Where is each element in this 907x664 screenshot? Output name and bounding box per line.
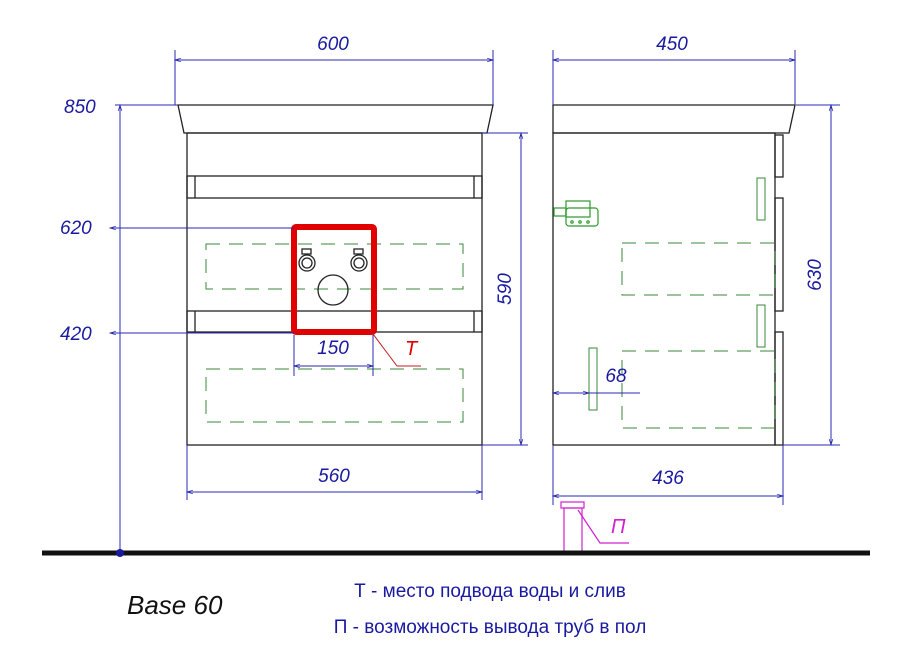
front-dimensions: 600 850 620 420 590 150 560 — [60, 34, 528, 553]
dim-68: 68 — [605, 366, 627, 387]
water-inlet-left — [298, 254, 316, 272]
door-strip — [774, 197, 784, 312]
door-strip — [774, 331, 784, 446]
drawer-hidden-bottom — [205, 368, 464, 423]
cabinet-body — [186, 132, 483, 446]
side-view: П — [552, 104, 796, 555]
front-view: T — [177, 104, 494, 446]
dim-150: 150 — [317, 338, 349, 359]
drain-outlet — [317, 274, 349, 306]
dim-590: 590 — [495, 273, 516, 305]
drawer-hidden-top — [205, 243, 464, 290]
dim-450: 450 — [656, 34, 688, 55]
rail-top — [186, 175, 483, 199]
floor-datum-point — [116, 549, 124, 557]
marker-p: П — [611, 516, 626, 538]
legend-t: Т - место подвода воды и слив — [354, 581, 626, 602]
drawer-hidden-side-bottom — [621, 350, 776, 429]
dim-436: 436 — [652, 468, 684, 489]
door-strip — [774, 134, 784, 178]
rail-middle — [186, 310, 483, 333]
drawer-hidden-side-top — [621, 242, 776, 296]
pipe-hidden — [588, 347, 598, 411]
dim-620: 620 — [60, 218, 92, 239]
connection-zone-t — [291, 224, 377, 335]
dim-850: 850 — [64, 97, 96, 118]
handle-hidden — [756, 177, 766, 221]
model-title: Base 60 — [127, 590, 223, 620]
legend-p: П - возможность вывода труб в пол — [334, 617, 647, 638]
dim-420: 420 — [60, 324, 92, 345]
side-body — [552, 132, 776, 446]
water-inlet-right — [350, 254, 368, 272]
wall-bracket-icon — [553, 200, 599, 227]
dim-560: 560 — [318, 466, 350, 487]
marker-t: T — [405, 338, 419, 360]
dim-600: 600 — [317, 34, 349, 55]
handle-hidden — [756, 304, 766, 348]
side-sink-top — [552, 104, 796, 134]
sink-top — [177, 104, 494, 134]
dim-630: 630 — [805, 259, 826, 291]
side-dimensions: 450 630 68 436 — [553, 34, 840, 505]
